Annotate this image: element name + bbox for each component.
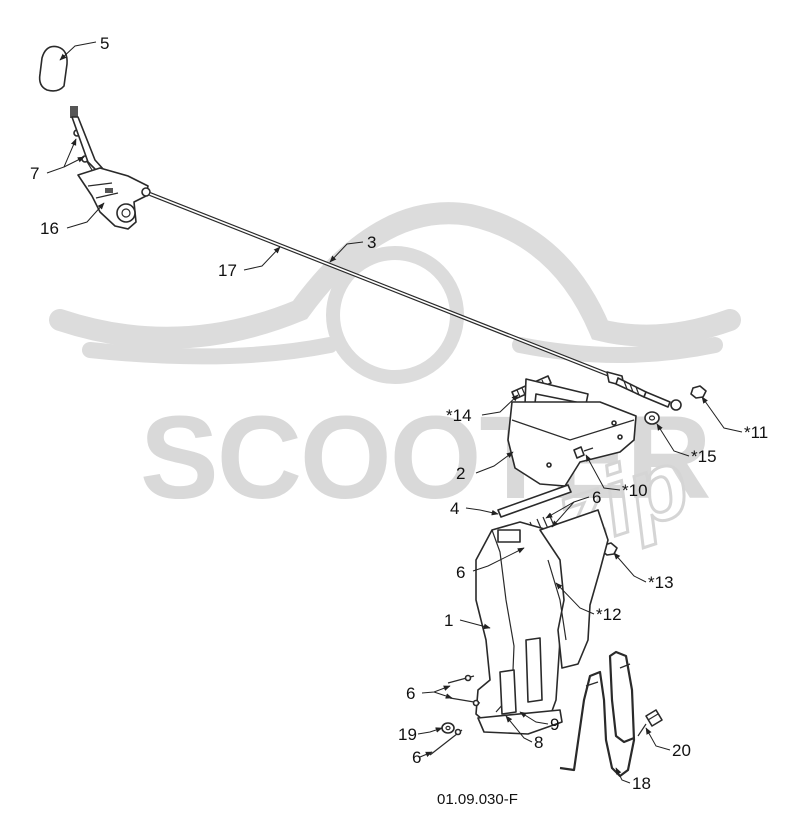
- callout-13: *13: [648, 573, 674, 592]
- callout-2: 2: [456, 464, 465, 483]
- part-strip-4: [497, 484, 572, 518]
- callout-8: 8: [534, 733, 543, 752]
- callout-11: *11: [744, 423, 768, 442]
- callout-4: 4: [450, 499, 459, 518]
- callout-19: 19: [398, 725, 417, 744]
- callout-6-lower: 6: [406, 684, 415, 703]
- callout-6-top: 6: [592, 488, 601, 507]
- part-bolt-10: [573, 446, 594, 459]
- part-wire-handle: [559, 650, 636, 778]
- part-bolts-lower: [429, 674, 481, 756]
- part-chute: [475, 509, 609, 735]
- part-cable-rod: [149, 192, 613, 378]
- watermark-scooter-emblem: [49, 202, 741, 384]
- drawing-code: 01.09.030-F: [437, 791, 518, 808]
- callout-17: 17: [218, 261, 237, 280]
- part-knob: [38, 45, 68, 92]
- part-cable-end-fitting: [606, 371, 682, 411]
- callout-6-mid: 6: [456, 563, 465, 582]
- callout-10: *10: [622, 481, 648, 500]
- callout-18: 18: [632, 774, 651, 793]
- callout-15: *15: [691, 447, 717, 466]
- callout-12: *12: [596, 605, 622, 624]
- part-deflector: [507, 378, 637, 487]
- part-washer-15: [644, 411, 660, 425]
- callout-5: 5: [100, 34, 109, 53]
- part-nut-11: [690, 385, 707, 399]
- callout-16: 16: [40, 219, 59, 238]
- callout-20: 20: [672, 741, 691, 760]
- leader-lines: [46, 41, 743, 784]
- callout-14: *14: [446, 406, 472, 425]
- callout-3: 3: [367, 233, 376, 252]
- callout-7: 7: [30, 164, 39, 183]
- part-lever-shaft: [70, 106, 105, 174]
- callout-labels: 5 7 16 17 3 *14 *11 *15 2 *10 4 6 6 *13 …: [30, 34, 768, 793]
- part-washer-19: [441, 722, 455, 734]
- callout-9: 9: [550, 715, 559, 734]
- part-knob-20: [637, 709, 663, 737]
- callout-6-bottom: 6: [412, 748, 421, 767]
- callout-1: 1: [444, 611, 453, 630]
